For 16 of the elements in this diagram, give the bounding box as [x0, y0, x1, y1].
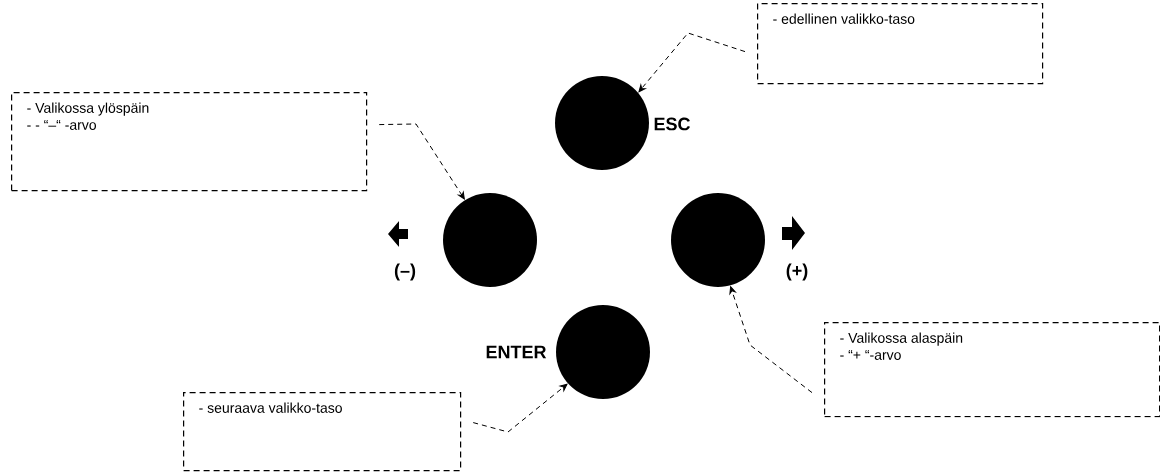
callout-box: - Valikossa ylöspäin - - “–“ -arvo — [11, 92, 368, 192]
leader-arrow — [729, 286, 813, 394]
round-button — [671, 193, 765, 287]
callout-box: - Valikossa alaspäin - “+ “-arvo — [824, 322, 1160, 418]
round-button — [443, 193, 537, 287]
button-label: (–) — [394, 263, 416, 281]
callout-box: - seuraava valikko-taso — [183, 392, 462, 472]
callout-box: - edellinen valikko-taso — [757, 3, 1044, 85]
leader-arrow — [378, 123, 465, 200]
round-button — [556, 305, 650, 399]
button-label: ENTER — [486, 345, 547, 359]
round-button — [555, 76, 649, 170]
button-label: ESC — [654, 117, 691, 131]
leader-arrow — [638, 32, 746, 93]
leader-arrow — [472, 383, 568, 433]
button-label: (+) — [786, 263, 808, 281]
